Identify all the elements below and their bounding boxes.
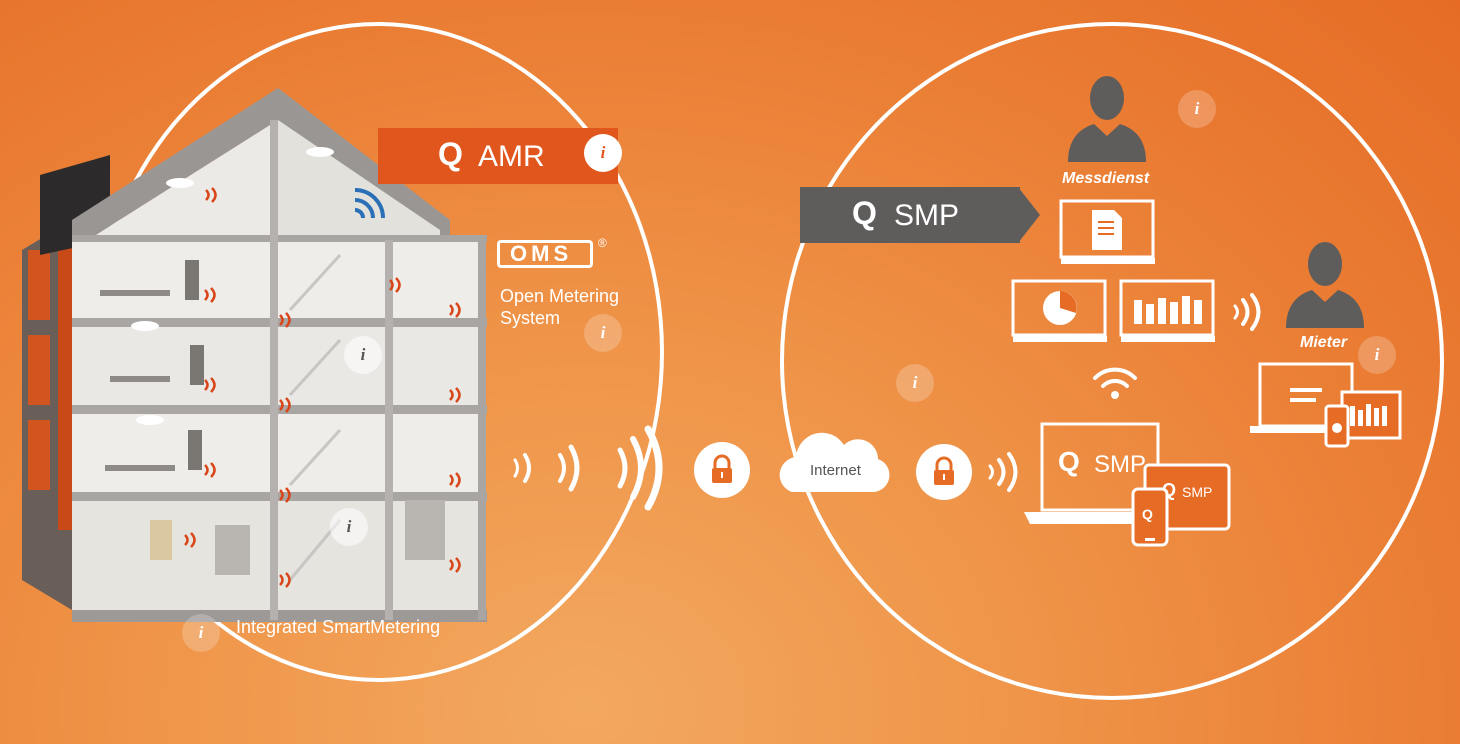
mieter-person-icon xyxy=(1286,242,1364,328)
mieter-label: Mieter xyxy=(1300,334,1348,351)
phone-icon xyxy=(1131,487,1169,547)
qamr-info-icon[interactable]: i xyxy=(584,134,622,172)
padlock-icon xyxy=(712,454,732,483)
internet-label: Internet xyxy=(810,462,861,479)
mieter-devices-icon xyxy=(1250,362,1402,448)
qamr-tag: Q AMR xyxy=(378,128,618,184)
smp-circle xyxy=(780,22,1444,700)
house-info-icon-upper[interactable]: i xyxy=(344,336,382,374)
open-metering-line1: Open Metering xyxy=(500,286,620,306)
qsmp-tag-arrow xyxy=(1018,187,1040,243)
pie-chart-monitor-icon xyxy=(1011,279,1107,342)
qsmp-label: SMP xyxy=(894,199,960,232)
messdienst-label: Messdienst xyxy=(1062,170,1150,187)
messdienst-info-icon[interactable]: i xyxy=(1178,90,1216,128)
bar-chart-monitor-icon xyxy=(1119,279,1215,342)
tablet-smp-label: SMP xyxy=(1182,484,1213,500)
q-logo-icon: Q xyxy=(438,136,463,172)
lock-icon-right xyxy=(916,444,972,500)
qamr-label: AMR xyxy=(478,140,545,173)
cloud-icon xyxy=(779,432,890,492)
mieter-info-icon[interactable]: i xyxy=(1358,336,1396,374)
oms-logo: OMS xyxy=(497,240,593,268)
wifi-icon xyxy=(1093,367,1137,399)
house-info-icon-lower[interactable]: i xyxy=(330,508,368,546)
wireless-to-mieter-icon xyxy=(1233,293,1261,331)
laptop-q-logo-icon: Q xyxy=(1058,446,1080,477)
lock-icon-left xyxy=(694,442,750,498)
oms-logo-text: OMS xyxy=(510,241,573,266)
document-monitor-icon xyxy=(1059,199,1155,264)
integrated-info-icon[interactable]: i xyxy=(182,614,220,652)
internet-info-icon[interactable]: i xyxy=(896,364,934,402)
open-metering-line2: System xyxy=(500,308,561,328)
laptop-smp-label: SMP xyxy=(1094,451,1147,478)
oms-info-icon[interactable]: i xyxy=(584,314,622,352)
phone-q-logo-icon: Q xyxy=(1142,506,1153,522)
q-logo-icon: Q xyxy=(852,195,877,231)
wireless-signal-small-icon xyxy=(988,452,1018,492)
messdienst-person-icon xyxy=(1068,76,1146,162)
integrated-label: Integrated SmartMetering xyxy=(236,617,441,637)
padlock-icon xyxy=(934,456,954,485)
oms-registered-mark: ® xyxy=(598,236,607,250)
qsmp-tag: Q SMP xyxy=(800,187,1020,243)
house-illustration xyxy=(22,88,487,622)
wireless-signal-icon xyxy=(513,425,663,511)
